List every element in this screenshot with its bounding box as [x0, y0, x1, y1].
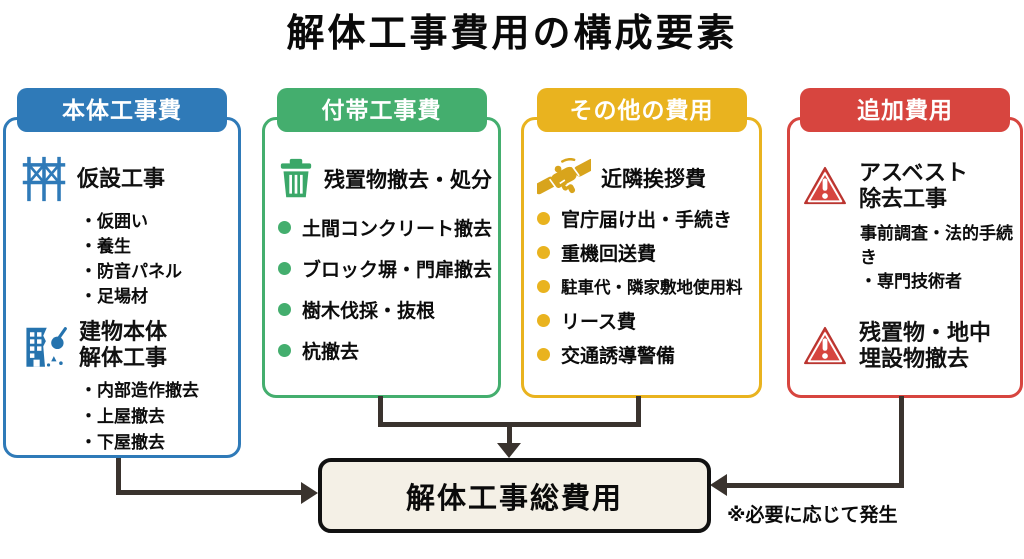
section-debris-removal: 残置物撤去・処分 — [278, 158, 494, 199]
list-item: リース費 — [537, 307, 755, 333]
list-item: ブロック塀・門扉撤去 — [278, 255, 494, 281]
section-neighbor-greeting: 近隣挨拶費 — [537, 158, 755, 197]
connector-line — [116, 458, 121, 495]
list-item: 足場材 — [80, 284, 232, 309]
section-heading: アスベスト 除去工事 — [859, 160, 968, 211]
bullet-dot-icon — [537, 279, 550, 293]
list-item: 養生 — [80, 234, 232, 259]
bullet-dot-icon — [537, 245, 550, 259]
list-item: 上屋撤去 — [80, 404, 232, 430]
trash-icon — [280, 158, 312, 198]
list-item: 内部造作撤去 — [80, 378, 232, 404]
connector-line — [636, 396, 641, 427]
list-item: 下屋撤去 — [80, 430, 232, 456]
column-header-additional: 追加費用 — [800, 88, 1010, 132]
list-item: 杭撤去 — [278, 337, 494, 363]
bullet-dot-icon — [537, 347, 550, 361]
arrowhead-down-icon — [497, 443, 521, 458]
connector-line — [116, 490, 302, 495]
section-temporary-works: 仮設工事 — [22, 156, 232, 202]
section-heading: 残置物・地中 埋設物撤去 — [859, 320, 992, 371]
bullet-dot-icon — [537, 211, 550, 225]
list-item: 土間コンクリート撤去 — [278, 214, 494, 240]
section-building-demolition: 建物本体 解体工事 — [22, 319, 232, 371]
building-demolition-icon — [26, 326, 67, 367]
section-heading: 建物本体 解体工事 — [79, 319, 168, 370]
list-item: 仮囲い — [80, 209, 232, 234]
arrowhead-right-icon — [301, 482, 318, 504]
connector-line — [378, 422, 641, 427]
footnote: ※必要に応じて発生 — [727, 505, 898, 526]
connector-line — [507, 425, 512, 445]
column-header-other-costs: その他の費用 — [536, 88, 747, 132]
list-item: 防音パネル — [80, 259, 232, 284]
list-item: 官庁届け出・手続き — [537, 205, 755, 231]
list-item: 重機回送費 — [537, 239, 755, 265]
temporary-works-items: 仮囲い 養生 防音パネル 足場材 — [80, 209, 232, 309]
arrowhead-left-icon — [710, 474, 727, 496]
section-buried-objects: 残置物・地中 埋設物撤去 — [802, 320, 1016, 372]
column-card-incidental: 付帯工事費 残置物撤去・処分 土間コンクリート撤去 — [262, 88, 501, 398]
connector-line — [726, 483, 904, 488]
bullet-dot-icon — [278, 302, 291, 316]
warning-icon — [804, 166, 847, 205]
section-heading: 近隣挨拶費 — [601, 167, 706, 191]
scaffolding-icon — [22, 156, 66, 202]
section-asbestos: アスベスト 除去工事 — [802, 160, 1016, 212]
column-header-incidental: 付帯工事費 — [276, 88, 487, 132]
section-heading: 仮設工事 — [77, 166, 166, 191]
connector-line — [899, 396, 904, 488]
connector-line — [378, 396, 383, 427]
building-demolition-items: 内部造作撤去 上屋撤去 下屋撤去 — [80, 378, 232, 456]
list-item: 交通誘導警備 — [537, 341, 755, 367]
list-item: 駐車代・隣家敷地使用料 — [537, 273, 755, 299]
handshake-icon — [537, 158, 591, 195]
asbestos-note: 事前調査・法的手続き ・専門技術者 — [860, 224, 1013, 291]
total-cost-label: 解体工事総費用 — [405, 482, 623, 515]
column-card-main-construction: 本体工事費 仮設工事 仮囲い 養生 防音パネル 足場材 — [3, 88, 241, 458]
bullet-dot-icon — [278, 220, 291, 234]
bullet-dot-icon — [537, 313, 550, 327]
column-card-additional: 追加費用 アスベスト 除去工事 事前調査・法的手続き ・専門技術者 — [787, 88, 1023, 398]
bullet-dot-icon — [278, 261, 291, 275]
list-item: 樹木伐採・抜根 — [278, 296, 494, 322]
page-title: 解体工事費用の構成要素 — [286, 13, 738, 55]
column-header-main-construction: 本体工事費 — [17, 88, 227, 132]
column-card-other-costs: その他の費用 近隣挨拶費 — [521, 88, 762, 398]
total-cost-box: 解体工事総費用 — [318, 458, 711, 533]
section-heading: 残置物撤去・処分 — [324, 168, 492, 192]
bullet-dot-icon — [278, 343, 291, 357]
incidental-bullets: 土間コンクリート撤去 ブロック塀・門扉撤去 樹木伐採・抜根 杭撤去 — [278, 214, 494, 363]
other-costs-bullets: 官庁届け出・手続き 重機回送費 駐車代・隣家敷地使用料 リース費 交通誘導警備 — [537, 205, 755, 367]
warning-icon — [804, 326, 847, 365]
